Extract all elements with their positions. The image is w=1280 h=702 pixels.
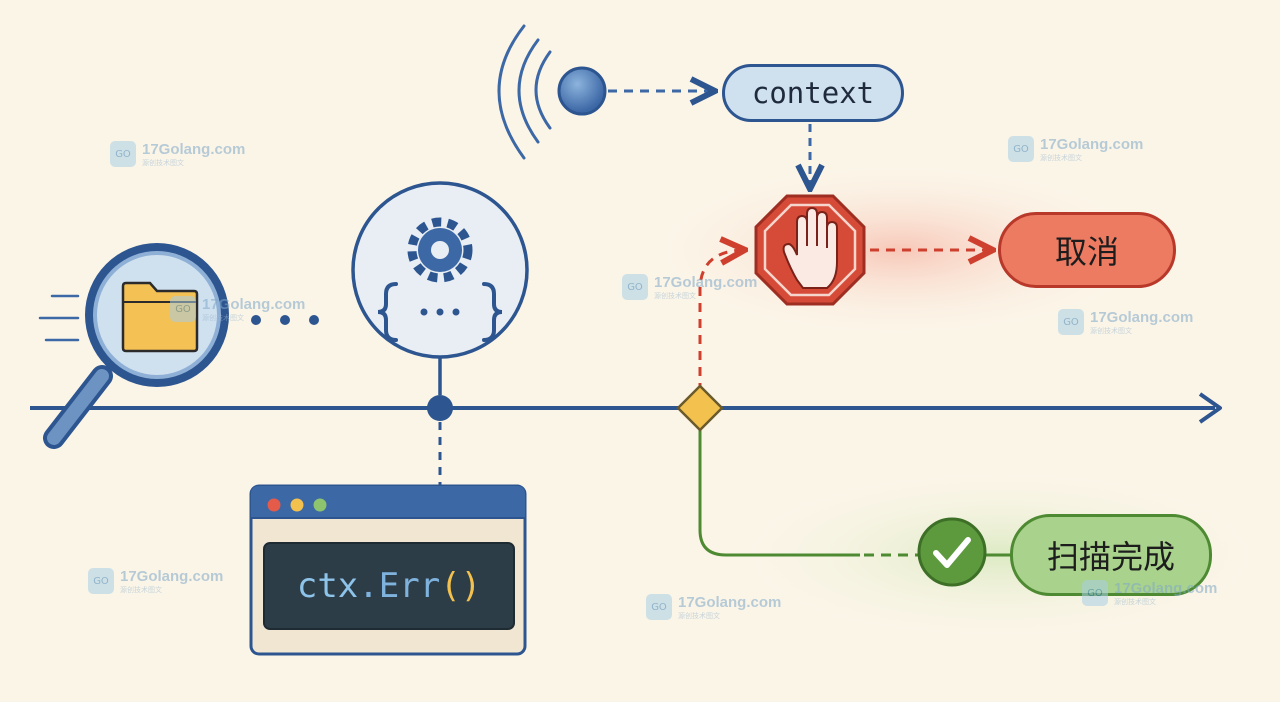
watermark-title: 17Golang.com	[120, 567, 224, 585]
watermark-logo: GO	[170, 296, 196, 322]
code-snippet: ctx.Err()	[266, 545, 512, 627]
cancel-label: 取消	[998, 212, 1176, 288]
watermark-subtitle: 源创技术图文	[202, 313, 244, 322]
code-err: Err	[378, 566, 441, 606]
watermark-subtitle: 源创技术图文	[1090, 326, 1132, 335]
timeline-arrowhead	[1198, 392, 1222, 424]
watermark-logo: GO	[1008, 136, 1034, 162]
checkmark-icon	[917, 517, 987, 587]
context-label: context	[722, 64, 904, 122]
code-window	[249, 484, 527, 656]
watermark-title: 17Golang.com	[142, 140, 246, 158]
stop-hand-icon	[754, 194, 866, 306]
scan-done-label: 扫描完成	[1010, 514, 1212, 596]
watermark-title: 17Golang.com	[678, 593, 782, 611]
watermark-logo: GO	[88, 568, 114, 594]
watermark-title: 17Golang.com	[654, 273, 758, 291]
watermark-logo: GO	[1082, 580, 1108, 606]
signal-waves-icon	[497, 24, 552, 160]
speed-lines	[38, 294, 80, 342]
watermark-title: 17Golang.com	[1090, 308, 1194, 326]
watermark-logo: GO	[1058, 309, 1084, 335]
code-braces-icon	[377, 282, 503, 342]
watermark-subtitle: 源创技术图文	[142, 158, 184, 167]
watermark-title: 17Golang.com	[1040, 135, 1144, 153]
watermark-subtitle: 源创技术图文	[1114, 597, 1156, 606]
cancel-path	[698, 250, 742, 392]
code-dot: .	[358, 566, 379, 606]
gear-icon	[407, 217, 473, 283]
progress-dots	[251, 315, 319, 325]
diamond-icon	[676, 384, 724, 432]
watermark-logo: GO	[646, 594, 672, 620]
watermark-subtitle: 源创技术图文	[654, 291, 696, 300]
watermark-subtitle: 源创技术图文	[678, 611, 720, 620]
code-ctx: ctx	[296, 566, 359, 606]
code-parens: ()	[440, 566, 482, 606]
watermark-subtitle: 源创技术图文	[1040, 153, 1082, 162]
cancel-glow	[640, 160, 1160, 340]
watermark-subtitle: 源创技术图文	[120, 585, 162, 594]
watermark-logo: GO	[622, 274, 648, 300]
watermark-title: 17Golang.com	[202, 295, 306, 313]
signal-orb	[557, 66, 607, 116]
watermark-title: 17Golang.com	[1114, 579, 1218, 597]
success-path	[698, 424, 860, 557]
watermark-logo: GO	[110, 141, 136, 167]
